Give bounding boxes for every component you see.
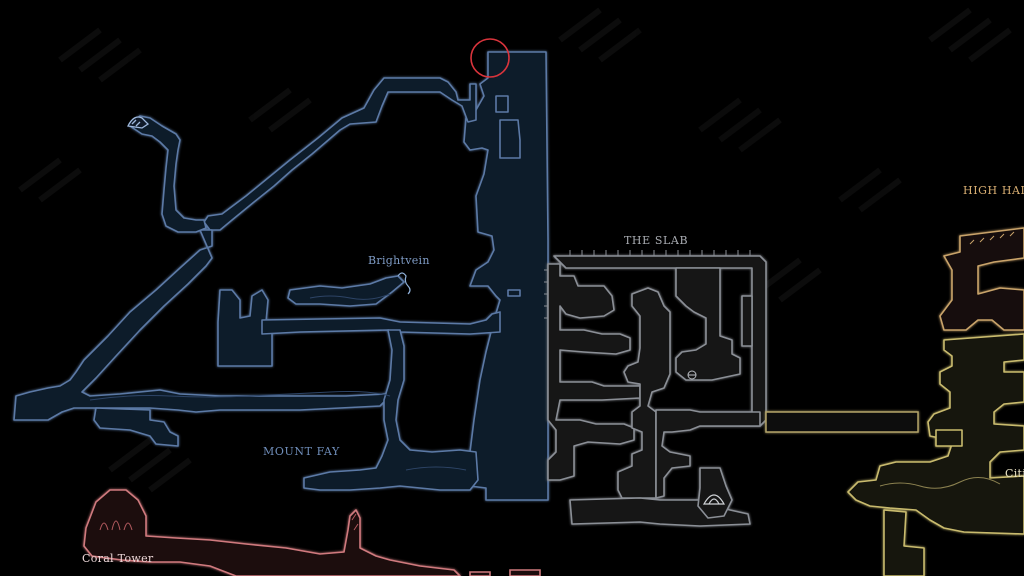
the-slab-label: THE SLAB [624,234,689,247]
high-halls-label: HIGH HALI [963,184,1024,197]
high-halls-detail [969,231,1015,245]
citadel-region[interactable] [847,333,1024,576]
background-texture [18,7,1012,493]
high-halls-region[interactable] [939,227,1024,331]
citadel-detail [879,477,1001,489]
current-location-marker [470,38,510,78]
coral-tower-label: Coral Tower [82,552,154,565]
brightvein-label: Brightvein [368,254,430,267]
the-slab-spikes [544,250,751,319]
coral-tower-region[interactable] [83,489,461,576]
mount-fay-detail [89,293,467,471]
the-slab-region[interactable] [547,255,767,527]
mount-fay-label: MOUNT FAY [263,445,340,458]
slab-shrine-icon [702,494,726,505]
slab-citadel-connector [765,411,919,433]
citadel-label: Citi [1005,467,1024,480]
mount-fay-region[interactable] [13,51,549,501]
bench-icon [127,116,150,129]
slab-lock-icon [687,370,697,380]
coral-tower-detail [99,513,359,531]
coral-edge-pieces [469,569,541,576]
brightvein-icon [397,272,411,295]
